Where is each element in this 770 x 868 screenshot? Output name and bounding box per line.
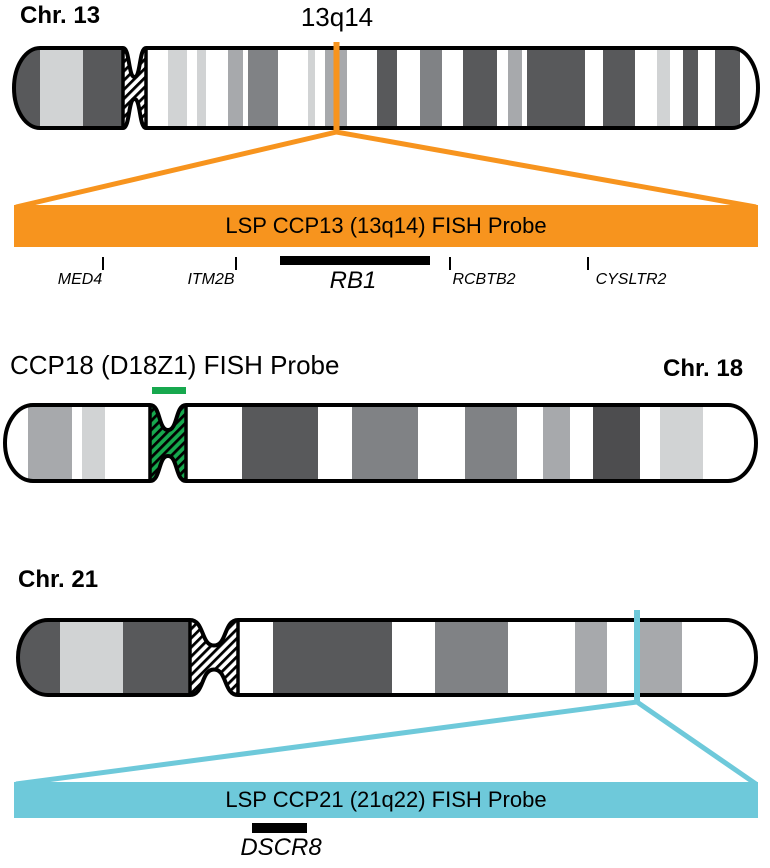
chr13-band: [420, 48, 442, 128]
chr21-band: [60, 620, 123, 695]
chr13-band: [657, 48, 670, 128]
chr18-title: Chr. 18: [663, 355, 744, 382]
chr21-band: [636, 620, 682, 695]
ccp21-funnel: [15, 699, 758, 787]
chr18-band: [28, 405, 72, 481]
chr13-band-callout: 13q14: [300, 2, 374, 32]
chr18-band: [465, 405, 517, 481]
chr18-band: [242, 405, 318, 481]
ccp13-funnel: [15, 129, 757, 210]
chr18-band: [82, 405, 105, 481]
ccp21-probe-bar: LSP CCP21 (21q22) FISH Probe: [14, 782, 758, 818]
chr13-band: [248, 48, 278, 128]
chr13-band: [527, 48, 585, 128]
chr21-band: [575, 620, 607, 695]
chr13-centromere: [123, 48, 146, 128]
ccp18-probe-bar: [152, 387, 186, 394]
chr13-band: [40, 48, 83, 128]
chr18-band: [593, 405, 640, 481]
chr13-band: [197, 48, 206, 128]
chr18-band: [543, 405, 570, 481]
chr13-band: [715, 48, 740, 128]
ccp13-probe-bar: LSP CCP13 (13q14) FISH Probe: [14, 205, 758, 247]
chr13-band: [168, 48, 187, 128]
chr13-band: [683, 48, 698, 128]
chr13-band: [377, 48, 397, 128]
chr21-band: [435, 620, 508, 695]
chr13-ideogram: [12, 46, 760, 130]
chr13-band: [603, 48, 635, 128]
chr21-centromere: [190, 620, 238, 695]
chr21-title: Chr. 21: [18, 566, 99, 593]
chr18-centromere: [150, 405, 186, 481]
chr13-band: [228, 48, 243, 128]
chr18-band: [352, 405, 418, 481]
chr13-title: Chr. 13: [20, 2, 101, 29]
chr13-band: [463, 48, 497, 128]
chr13-band: [308, 48, 315, 128]
ccp21-probe-bar-label: LSP CCP21 (21q22) FISH Probe: [225, 787, 547, 812]
chr18-band: [660, 405, 703, 481]
ccp18-probe-label: CCP18 (D18Z1) FISH Probe: [10, 350, 340, 380]
chr21-band: [273, 620, 392, 695]
chr18-ideogram: [3, 403, 758, 483]
ccp13-probe-bar-label: LSP CCP13 (13q14) FISH Probe: [225, 213, 547, 238]
chr13-band: [508, 48, 522, 128]
chr21-ideogram: [16, 618, 758, 697]
